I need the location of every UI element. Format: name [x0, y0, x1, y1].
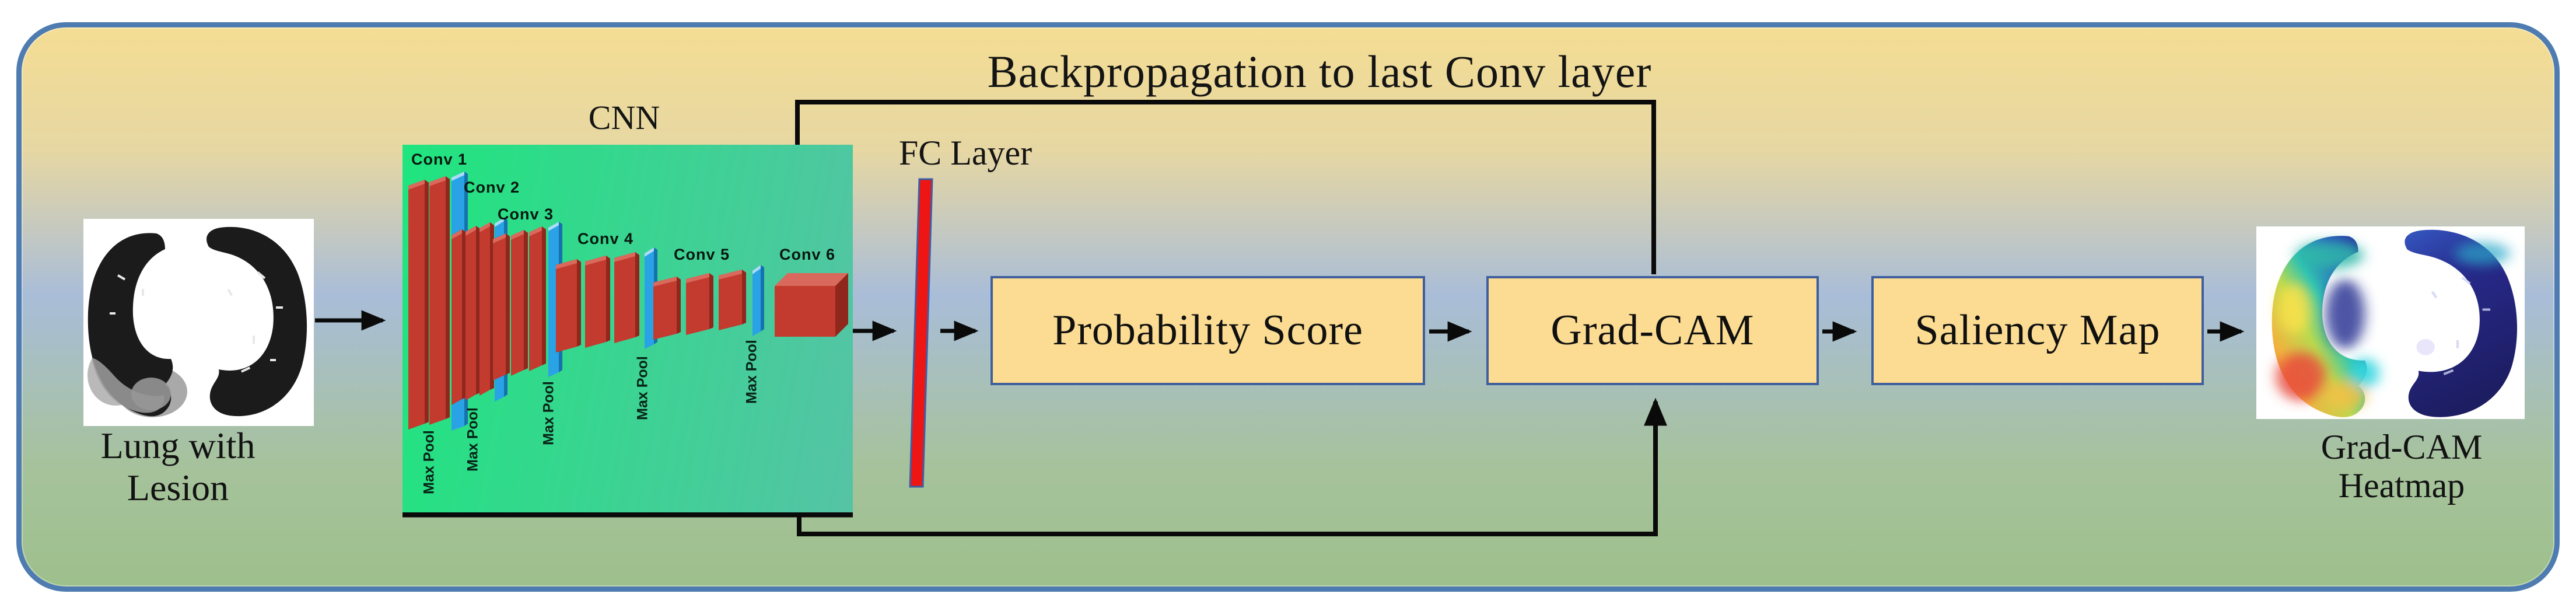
input-caption-line2: Lesion	[127, 467, 229, 508]
output-caption-line2: Heatmap	[2338, 466, 2465, 505]
maxpool1-label: Max Pool	[421, 430, 438, 494]
conv6-label: Conv 6	[779, 246, 836, 263]
lung-ct-image	[83, 219, 314, 426]
maxpool3-label: Max Pool	[540, 381, 557, 445]
fc-layer-label: FC Layer	[898, 134, 1032, 172]
backpropagation-label: Backpropagation to last Conv layer	[987, 46, 1652, 97]
lung-ct-graphic	[83, 219, 314, 426]
maxpool2-label: Max Pool	[464, 407, 481, 472]
input-caption-line1: Lung with	[100, 425, 256, 466]
output-caption: Grad-CAM Heatmap	[2288, 428, 2515, 505]
conv1-label: Conv 1	[411, 151, 468, 168]
maxpool4-label: Max Pool	[634, 356, 651, 420]
saliency-map-box: Saliency Map	[1871, 276, 2204, 385]
maxpool5-label: Max Pool	[743, 340, 760, 404]
cnn-block	[402, 145, 853, 512]
grad-cam-box: Grad-CAM	[1486, 276, 1819, 385]
conv5-label: Conv 5	[674, 246, 730, 263]
input-caption: Lung with Lesion	[61, 425, 295, 509]
conv2-label: Conv 2	[464, 179, 520, 196]
saliency-map-label: Saliency Map	[1915, 306, 2161, 354]
fc-layer-bar	[909, 178, 933, 488]
probability-score-box: Probability Score	[991, 276, 1425, 385]
grad-cam-label: Grad-CAM	[1550, 306, 1755, 354]
cnn-label: CNN	[588, 99, 660, 137]
conv4-label: Conv 4	[578, 230, 634, 247]
conv3-label: Conv 3	[498, 205, 554, 223]
gradcam-heatmap-image	[2256, 226, 2525, 419]
output-caption-line1: Grad-CAM	[2320, 428, 2483, 466]
probability-score-label: Probability Score	[1052, 306, 1363, 354]
gradcam-heatmap-graphic	[2256, 226, 2525, 419]
conv-layers-graphic	[408, 172, 848, 431]
